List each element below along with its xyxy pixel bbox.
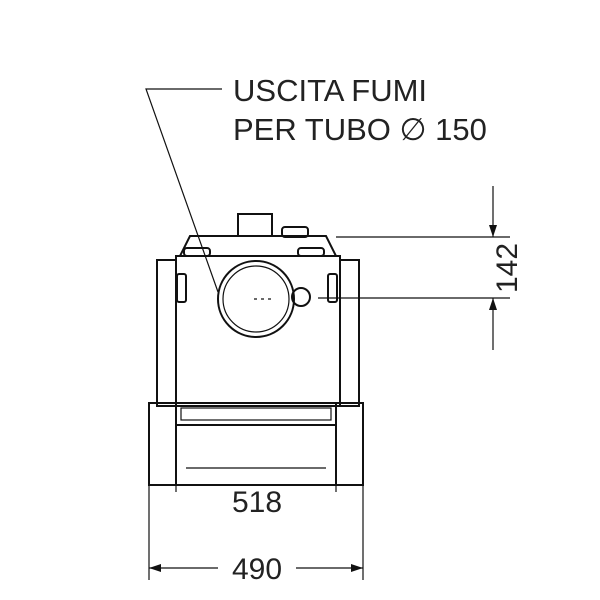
- flue-outlet-outer: [217, 260, 295, 338]
- leader-line: [145, 88, 222, 293]
- outer-width-dimension: [148, 485, 364, 580]
- outlet-knob: [291, 287, 311, 307]
- main-body: [175, 255, 341, 407]
- right-side-panel: [339, 259, 360, 407]
- inner-width-dimension: [175, 485, 337, 492]
- left-side-panel: [156, 259, 177, 407]
- base-slot: [180, 407, 332, 421]
- base-drawer: [175, 424, 337, 486]
- left-hinge: [176, 273, 187, 303]
- flue-outlet-label-line2: PER TUBO ∅ 150: [233, 112, 487, 147]
- stove-body: [148, 213, 364, 486]
- right-hinge: [327, 273, 338, 303]
- flue-outlet-label-line1: USCITA FUMI: [233, 73, 427, 108]
- height-dimension: [318, 186, 510, 350]
- top-connector: [237, 213, 273, 237]
- left-clip: [183, 247, 211, 257]
- top-fitting: [281, 226, 309, 238]
- height-dimension-value: 142: [491, 243, 524, 293]
- top-cap: [178, 235, 338, 257]
- right-clip: [297, 247, 325, 257]
- flue-outlet-inner: [222, 265, 290, 333]
- inner-width-value: 518: [232, 486, 282, 519]
- outer-width-value: 490: [232, 553, 282, 586]
